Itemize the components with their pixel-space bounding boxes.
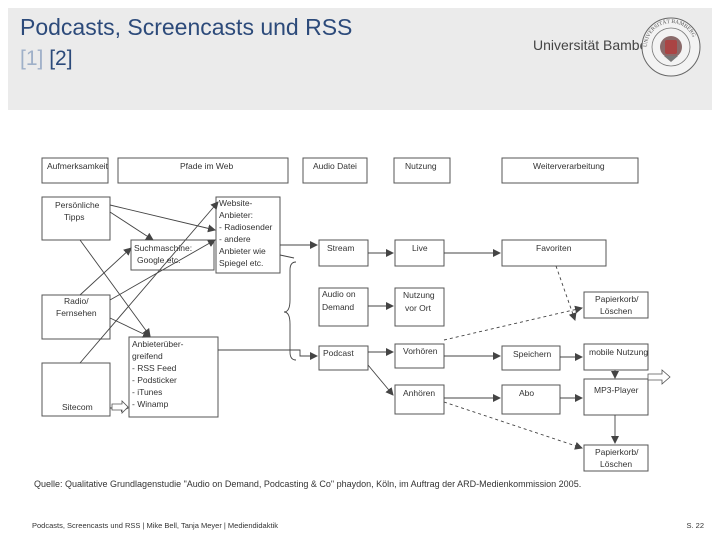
vorhoeren-label: Vorhören [403,346,438,356]
stream-label: Stream [327,243,354,253]
sitecom-label: Sitecom [62,402,93,412]
website-anbieter-box [215,196,281,274]
anhoeren-box [394,384,445,415]
stream-box [318,239,369,267]
source-note: Quelle: Qualitative Grundlagenstudie "Au… [34,479,582,489]
live-label: Live [412,243,428,253]
column-headers: Aufmerksamkeit Pfade im Web Audio Datei … [41,157,639,184]
papierkorb-bottom-label-2: Löschen [600,459,632,469]
suchmaschine-text: Suchmaschine: Google etc. [134,243,195,265]
aggregator-line: - RSS Feed [132,363,177,373]
reference-link-1[interactable]: [1] [20,47,44,70]
website-line: Anbieter wie [219,246,266,256]
page-number: S. 22 [686,521,704,530]
arrow [109,204,216,233]
column-header-box [302,157,368,184]
arrow [109,317,151,338]
dashed-arrows [443,265,583,450]
connector [279,254,295,259]
radio-fernsehen-box [41,294,111,340]
vorhoeren-box [394,343,445,369]
header-bar [8,8,712,110]
column-header-pfade: Pfade im Web [180,161,234,171]
arrow [79,201,219,364]
podcast-label: Podcast [323,348,354,358]
papierkorb-bottom-box [583,444,649,472]
suchmaschine-line: Google etc. [137,255,180,265]
fernsehen-label: Fernsehen [56,308,97,318]
column-header-nutzung: Nutzung [405,161,437,171]
persoenliche-tipps-box [41,196,111,241]
anbieteruebergreifend-box [128,336,219,418]
arrow [367,364,394,396]
arrow [218,349,318,360]
favoriten-box [501,239,607,267]
nutzung-vor-ort-label-2: vor Ort [405,303,432,313]
university-seal-logo: UNIVERSITÄT BAMBERG [641,17,701,77]
website-line: - andere [219,234,251,244]
audio-on-demand-label: Audio on [322,289,356,299]
column-header-weiterverarbeitung: Weiterverarbeitung [533,161,605,171]
arrow [79,239,151,337]
mp3-player-label: MP3-Player [594,385,639,395]
papierkorb-top-label: Papierkorb/ [595,294,639,304]
favoriten-label: Favoriten [536,243,572,253]
persoenliche-tipps-label-2: Tipps [64,212,84,222]
block-arrow-icon [647,369,671,385]
papierkorb-bottom-label: Papierkorb/ [595,447,639,457]
mobile-nutzung-label: mobile Nutzung [589,347,648,357]
anhoeren-label: Anhören [403,388,435,398]
radio-label: Radio/ [64,296,89,306]
live-box [394,239,445,267]
abo-box [501,384,561,415]
title-references: [1] [2] [20,47,73,71]
speichern-label: Speichern [513,349,552,359]
website-anbieter-text: Website- Anbieter: - Radiosender - ander… [219,198,275,268]
column-header-audio-datei: Audio Datei [313,161,357,171]
abo-label: Abo [519,388,534,398]
suchmaschine-line: Suchmaschine: [134,243,192,253]
aggregator-line: - Podsticker [132,375,177,385]
speichern-box [501,345,561,371]
aggregator-line: Anbieterüber- [132,339,184,349]
reference-link-2[interactable]: [2] [49,47,73,70]
audio-on-demand-box [318,287,369,327]
nutzung-vor-ort-label: Nutzung [403,290,435,300]
column-header-box [393,157,451,184]
website-line: Website- [219,198,253,208]
aggregator-line: greifend [132,351,163,361]
aggregator-line: - Winamp [132,399,169,409]
podcast-box [318,345,369,371]
anbieteruebergreifend-text: Anbieterüber- greifend - RSS Feed - Pods… [132,339,186,409]
aggregator-line: - iTunes [132,387,162,397]
arrow [555,265,577,321]
papierkorb-top-box [583,291,649,319]
mobile-nutzung-box [583,343,649,371]
website-line: Spiegel etc. [219,258,263,268]
column-header-box [41,157,109,184]
persoenliche-tipps-label: Persönliche [55,200,100,210]
nutzung-vor-ort-box [394,287,445,327]
website-line: - Radiosender [219,222,273,232]
arrow [109,239,216,301]
column-header-box [501,157,639,184]
sitecom-box [41,362,111,417]
audio-on-demand-label-2: Demand [322,302,354,312]
university-name: Universität Bamberg [533,37,660,53]
page-title: Podcasts, Screencasts und RSS [20,14,353,40]
mp3-player-box [583,378,649,416]
website-line: Anbieter: [219,210,253,220]
column-header-aufmerksamkeit: Aufmerksamkeit [47,161,109,171]
papierkorb-top-label-2: Löschen [600,306,632,316]
column-header-box [117,157,289,184]
arrow [443,401,583,450]
footer-text: Podcasts, Screencasts und RSS | Mike Bel… [32,521,278,530]
arrow [79,247,132,296]
arrow [443,305,583,341]
brace-connector [283,261,297,361]
block-arrow-icon [111,400,129,414]
arrow [109,211,154,241]
